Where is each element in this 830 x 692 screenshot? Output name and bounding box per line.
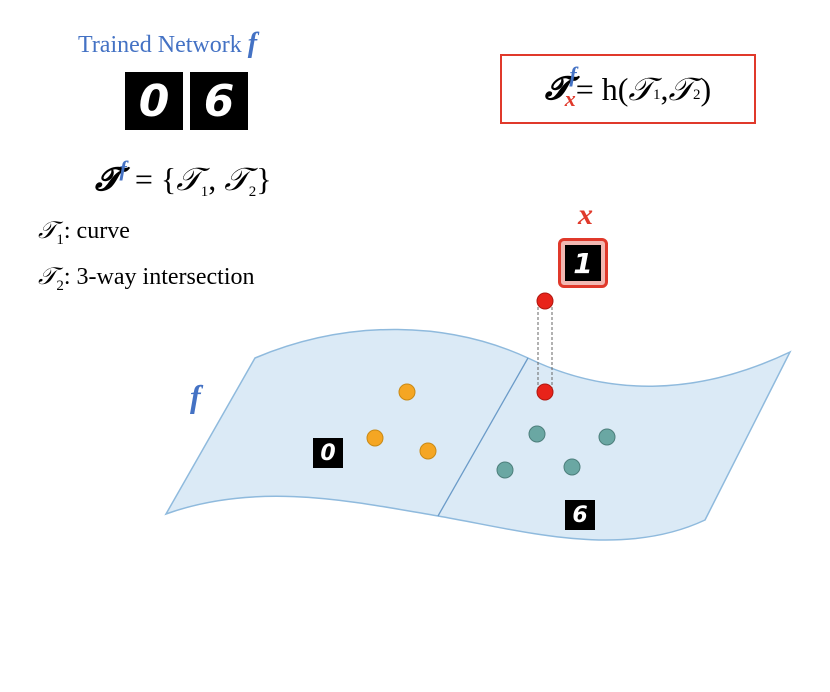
class6-point: [563, 458, 581, 476]
boxed-rhs-a: = h(: [575, 70, 629, 107]
boxed-t1-sub: 1: [652, 86, 661, 103]
legend-t2-text: : 3-way intersection: [63, 264, 255, 290]
boxed-sup: f: [569, 62, 577, 87]
class0-point: [366, 429, 384, 447]
close-brace: }: [256, 161, 272, 197]
manifold-surface: [164, 328, 792, 541]
topology-sup: f: [119, 156, 127, 181]
input-label: x: [578, 198, 593, 231]
training-digit-0: 0: [125, 72, 183, 130]
title-text: Trained Network: [78, 32, 248, 58]
legend-t1-text: : curve: [63, 218, 130, 244]
input-digit-frame: 1: [558, 238, 608, 288]
class0-point: [398, 383, 416, 401]
training-digit-6: 6: [190, 72, 248, 130]
t2-symbol: 𝒯: [224, 160, 249, 198]
legend-t2: 𝒯2: 3-way intersection: [38, 262, 255, 294]
legend-t2-sub: 2: [56, 278, 64, 294]
title-f: f: [247, 28, 258, 59]
legend-t1: 𝒯1: curve: [38, 216, 130, 248]
equals-brace: = {: [126, 161, 177, 197]
decision-boundary: [437, 357, 529, 517]
comma: ,: [208, 161, 225, 197]
legend-t1-sub: 1: [56, 232, 64, 248]
topology-set-formula: 𝓣f = {𝒯1, 𝒯2}: [95, 156, 272, 200]
input-point: [536, 292, 554, 310]
boxed-t1: 𝒯: [628, 69, 653, 108]
t1-symbol: 𝒯: [176, 160, 201, 198]
legend-t1-symbol: 𝒯: [38, 216, 57, 244]
boxed-t2: 𝒯: [668, 69, 693, 108]
boxed-rhs-b: ): [700, 70, 712, 107]
diagram-title: Trained Network f: [78, 28, 257, 60]
region-digit-6: 6: [565, 500, 595, 530]
class6-point: [496, 461, 514, 479]
region-digit-0: 0: [313, 438, 343, 468]
legend-t2-symbol: 𝒯: [38, 262, 57, 290]
t1-sub: 1: [200, 184, 209, 200]
boxed-comma: ,: [660, 70, 669, 107]
topology-symbol: 𝓣: [95, 161, 120, 197]
input-digit-1: 1: [565, 245, 601, 281]
boxed-sub: x: [564, 86, 576, 111]
class6-point: [528, 425, 546, 443]
manifold-label: f: [190, 378, 201, 414]
boxed-topology-symbol: 𝓣: [544, 70, 570, 106]
class6-point: [598, 428, 616, 446]
class0-point: [419, 442, 437, 460]
projected-input-point: [536, 383, 554, 401]
t2-sub: 2: [248, 184, 257, 200]
boxed-t2-sub: 2: [692, 86, 701, 103]
